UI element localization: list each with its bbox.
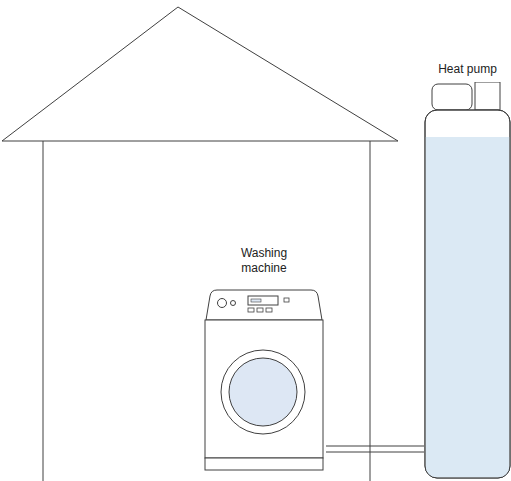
appliance-label: Heat pump	[424, 62, 511, 77]
appliance-label: Washing machine	[229, 246, 299, 276]
washing-machine-drawing	[202, 288, 326, 474]
roof	[2, 7, 398, 141]
heat-pump: Heat pump	[424, 62, 511, 481]
wall	[370, 141, 371, 481]
wall	[43, 141, 44, 481]
washing-machine: Washing machine	[202, 246, 326, 476]
heat-pump-drawing	[424, 82, 511, 480]
pipe-connector	[326, 446, 424, 452]
